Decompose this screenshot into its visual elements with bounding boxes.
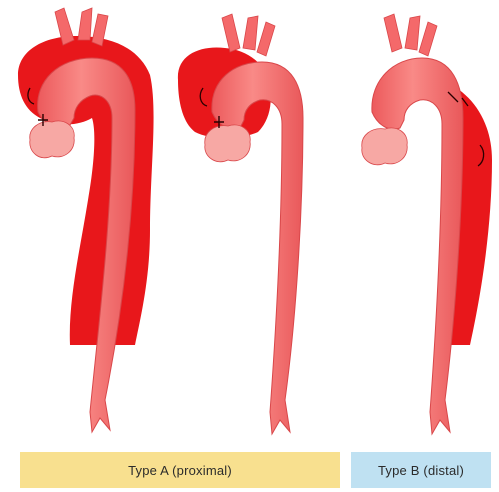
type-b-label-text: Type B (distal): [378, 463, 464, 478]
branch-vessel: [384, 14, 402, 52]
aortic-valve: [205, 125, 250, 162]
branch-vessel: [419, 22, 437, 56]
aorta-type-a-extensive: [18, 8, 154, 432]
aorta-lumen: [372, 58, 463, 434]
aorta-type-b: [362, 14, 492, 434]
type-a-label-text: Type A (proximal): [128, 463, 232, 478]
branch-vessel: [78, 8, 92, 40]
type-b-label: Type B (distal): [351, 452, 491, 488]
branch-vessel: [222, 14, 240, 52]
branch-vessel: [405, 16, 420, 50]
type-a-label: Type A (proximal): [20, 452, 340, 488]
branch-vessel: [257, 22, 275, 56]
aortic-valve: [30, 121, 74, 158]
aortic-valve: [362, 128, 407, 165]
aorta-type-a-limited: [178, 14, 303, 434]
branch-vessel: [243, 16, 258, 50]
